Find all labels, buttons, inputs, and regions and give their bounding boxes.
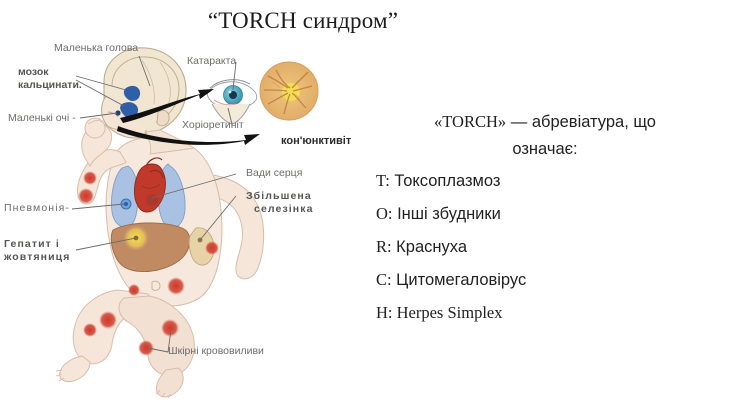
acronym-item-h: H: Herpes Simplex <box>376 303 502 323</box>
infant-illustration <box>55 47 319 399</box>
label-cataract: Катаракта <box>187 55 237 67</box>
label-hepatitis-line2: жовтяниця <box>4 251 71 263</box>
acronym-value-c: Цитомегаловірус <box>391 271 527 289</box>
label-hepatitis-line1: Гепатит і <box>4 238 60 250</box>
acronym-heading: «TORCH» — абревіатура, що означає: <box>370 108 720 163</box>
emphasis-arrows <box>117 89 260 145</box>
acronym-value-r: Краснуха <box>391 238 467 256</box>
label-brain-line2: кальцинати. <box>18 79 82 91</box>
acronym-item-t: T: Токсоплазмоз <box>376 171 500 191</box>
acronym-key-h: H: <box>376 303 393 322</box>
label-small-eyes: Маленькі очі - <box>8 112 76 124</box>
acronym-heading-rest: — абревіатура, що <box>506 113 656 131</box>
acronym-item-r: R: Краснуха <box>376 237 467 257</box>
baby-body <box>55 47 265 399</box>
acronym-key-o: O: <box>376 204 393 223</box>
acronym-key-c: C: <box>376 270 392 289</box>
acronym-value-h: Herpes Simplex <box>392 303 503 322</box>
label-brain-line1: мозок <box>18 66 49 78</box>
label-chorioretinitis: Хоріоретиніт <box>182 119 244 131</box>
leader-lines <box>71 55 237 353</box>
label-spleen-line1: Збільшена <box>246 190 312 202</box>
label-small-head: Маленька голова <box>54 42 139 54</box>
label-conjunctivitis: кон'юнктивіт <box>281 135 352 147</box>
spleen <box>188 227 215 266</box>
label-heart-defects: Вади серця <box>246 167 303 179</box>
internal-organs <box>110 157 215 291</box>
acronym-heading-term: «TORCH» <box>434 112 507 131</box>
acronym-item-o: O: Інші збудники <box>376 204 501 224</box>
eye-illustration <box>207 79 258 125</box>
skin-hemorrhage-spots <box>78 171 219 356</box>
label-skin-hemorrhages: Шкірні крововиливи <box>168 345 264 357</box>
label-pneumonia: Пневмонія- <box>4 202 71 214</box>
page-title: “TORCH синдром” <box>0 8 730 34</box>
acronym-value-o: Інші збудники <box>392 205 501 223</box>
label-spleen-line2: селезінка <box>254 203 314 215</box>
acronym-heading-line2: означає: <box>512 140 578 158</box>
acronym-value-t: Токсоплазмоз <box>389 172 501 190</box>
eye-structures <box>115 85 141 119</box>
acronym-key-t: T: <box>376 171 390 190</box>
fundus-image <box>259 61 319 121</box>
acronym-key-r: R: <box>376 237 392 256</box>
page-title-text: “TORCH синдром” <box>207 8 399 33</box>
acronym-item-c: C: Цитомегаловірус <box>376 270 526 290</box>
